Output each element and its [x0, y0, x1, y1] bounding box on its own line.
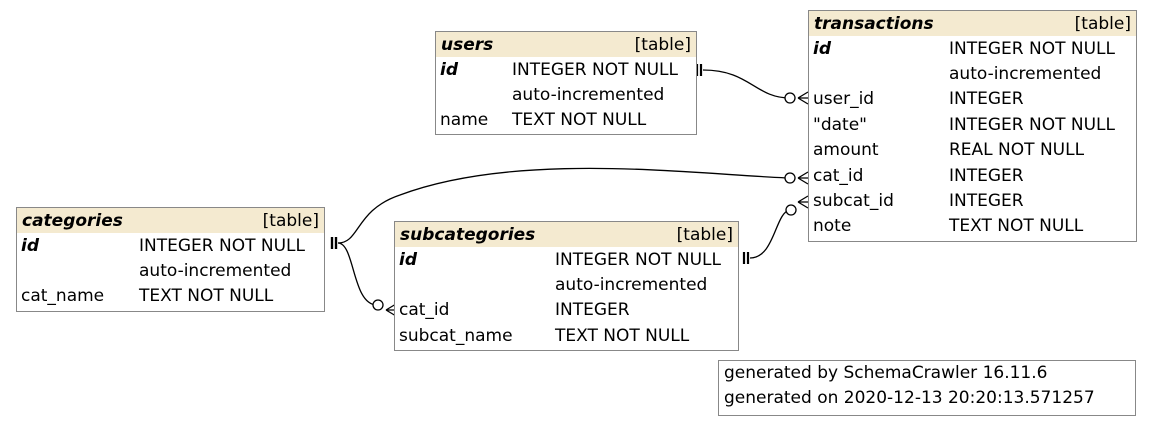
table-header: categories [table] — [17, 208, 324, 233]
zero-marker — [372, 299, 384, 311]
table-kind: [table] — [1074, 13, 1131, 34]
column-type: auto-incremented — [512, 85, 665, 106]
column-name: id — [440, 59, 458, 80]
column-type: INTEGER NOT NULL — [949, 38, 1115, 59]
generated-by: generated by SchemaCrawler 16.11.6 — [724, 363, 1048, 383]
column-type: INTEGER — [949, 165, 1024, 186]
column-row: auto-incremented — [809, 61, 1136, 86]
table-name: subcategories — [400, 224, 536, 245]
table-users[interactable]: users [table] id INTEGER NOT NULL auto-inc… — [435, 31, 697, 135]
column-row: id INTEGER NOT NULL — [17, 233, 324, 258]
table-header: users [table] — [436, 32, 696, 57]
column-name: cat_name — [21, 286, 105, 307]
zero-marker — [784, 92, 796, 104]
column-type: TEXT NOT NULL — [139, 286, 274, 307]
column-type: REAL NOT NULL — [949, 140, 1085, 161]
zero-marker — [785, 204, 797, 216]
column-name: subcat_id — [813, 191, 894, 212]
table-kind: [table] — [676, 224, 733, 245]
table-name: transactions — [814, 13, 934, 34]
column-type: INTEGER — [949, 89, 1024, 110]
column-row: id INTEGER NOT NULL — [809, 36, 1136, 61]
column-row: cat_name TEXT NOT NULL — [17, 284, 324, 309]
column-type: TEXT NOT NULL — [949, 216, 1084, 237]
relationship-line — [749, 209, 791, 259]
table-kind: [table] — [262, 210, 319, 231]
column-row: id INTEGER NOT NULL — [395, 247, 738, 272]
column-name: subcat_name — [399, 325, 513, 346]
generated-on: generated on 2020-12-13 20:20:13.571257 — [724, 388, 1095, 408]
column-name: user_id — [813, 89, 875, 110]
many-marker — [797, 195, 809, 209]
column-row: user_id INTEGER — [809, 87, 1136, 112]
column-name: cat_id — [813, 165, 864, 186]
many-marker — [797, 91, 809, 105]
column-type: INTEGER — [949, 191, 1024, 212]
table-name: users — [441, 34, 494, 55]
column-type: INTEGER NOT NULL — [139, 235, 305, 256]
column-row: id INTEGER NOT NULL — [436, 57, 696, 82]
column-row: name TEXT NOT NULL — [436, 108, 696, 133]
column-row: amount REAL NOT NULL — [809, 138, 1136, 163]
many-marker — [797, 171, 809, 185]
column-type: INTEGER NOT NULL — [555, 249, 721, 270]
column-name: name — [440, 110, 489, 131]
table-kind: [table] — [634, 34, 691, 55]
table-header: subcategories [table] — [395, 222, 738, 247]
column-name: id — [21, 235, 39, 256]
column-row: auto-incremented — [436, 82, 696, 107]
table-categories[interactable]: categories [table] id INTEGER NOT NULL aut… — [16, 207, 325, 312]
table-subcategories[interactable]: subcategories [table] id INTEGER NOT NULL… — [394, 221, 739, 351]
generator-info: generated by SchemaCrawler 16.11.6 gener… — [718, 360, 1136, 416]
column-name: "date" — [813, 114, 867, 135]
column-type: TEXT NOT NULL — [555, 325, 690, 346]
column-row: auto-incremented — [395, 272, 738, 297]
relationship-line — [702, 69, 791, 99]
table-name: categories — [22, 210, 123, 231]
column-type: INTEGER NOT NULL — [949, 114, 1115, 135]
column-row: cat_id INTEGER — [809, 163, 1136, 188]
column-row: subcat_name TEXT NOT NULL — [395, 323, 738, 348]
relationship-line — [337, 167, 791, 244]
column-list: id INTEGER NOT NULL auto-incremented name TE… — [436, 57, 696, 133]
table-header: transactions [table] — [809, 11, 1136, 36]
column-type: INTEGER NOT NULL — [512, 59, 678, 80]
column-row: note TEXT NOT NULL — [809, 214, 1136, 239]
column-type: auto-incremented — [949, 64, 1102, 85]
column-name: cat_id — [399, 300, 450, 321]
column-type: TEXT NOT NULL — [512, 110, 647, 131]
relationship-line — [337, 242, 378, 306]
column-name: amount — [813, 140, 879, 161]
column-type: INTEGER — [555, 300, 630, 321]
column-name: id — [813, 38, 831, 59]
column-name: id — [399, 249, 417, 270]
column-row: subcat_id INTEGER — [809, 188, 1136, 213]
column-type: auto-incremented — [555, 275, 708, 296]
column-row: cat_id INTEGER — [395, 298, 738, 323]
column-row: auto-incremented — [17, 258, 324, 283]
column-name: note — [813, 216, 852, 237]
column-row: "date" INTEGER NOT NULL — [809, 112, 1136, 137]
column-type: auto-incremented — [139, 261, 292, 282]
zero-marker — [784, 172, 796, 184]
